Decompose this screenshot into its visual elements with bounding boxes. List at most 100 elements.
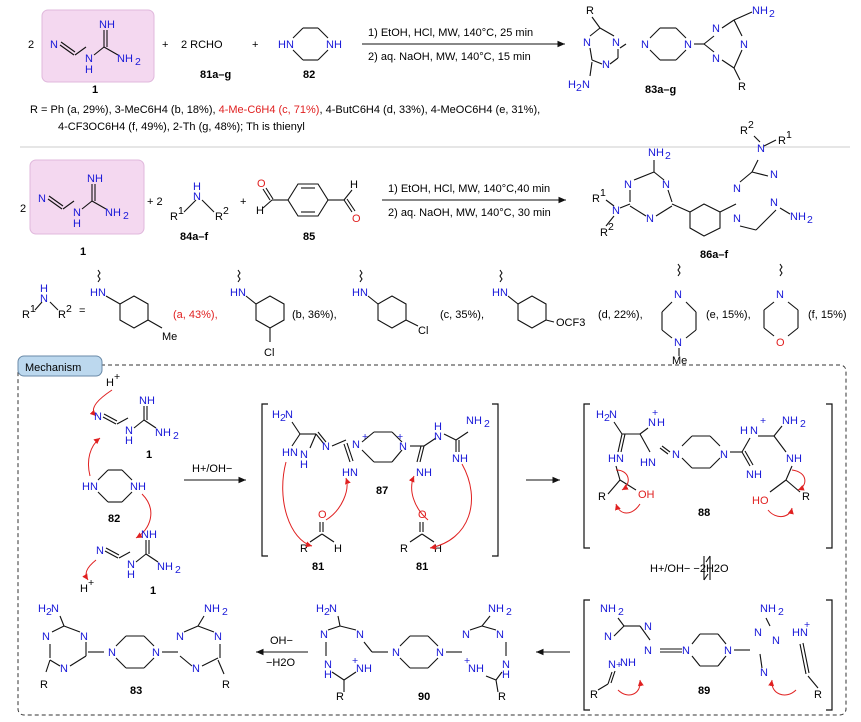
r-group-line-2: 4-CF3OC6H4 (f, 49%), 2-Th (g, 48%); Th i…	[58, 121, 305, 133]
svg-text:2: 2	[807, 214, 813, 226]
svg-text:+: +	[397, 431, 403, 443]
svg-text:O: O	[776, 337, 785, 349]
svg-text:H: H	[334, 543, 342, 555]
svg-text:N: N	[434, 431, 442, 443]
svg-text:NH: NH	[117, 53, 133, 65]
condition-1: 1) EtOH, HCl, MW, 140°C, 25 min	[368, 27, 533, 39]
svg-text:NH: NH	[99, 19, 115, 31]
svg-text:N: N	[609, 409, 617, 421]
svg-text:N: N	[320, 629, 328, 641]
svg-text:R: R	[738, 81, 746, 93]
svg-text:NH: NH	[157, 561, 173, 573]
plus-2: + 2	[147, 196, 163, 208]
svg-text:2: 2	[484, 418, 490, 430]
svg-text:2: 2	[800, 418, 806, 430]
label-81: 81	[312, 561, 324, 573]
substituent-a: (a, 43%),	[173, 309, 218, 321]
svg-text:R: R	[222, 679, 230, 691]
label-81: 81a–g	[200, 69, 231, 81]
label-85: 85	[303, 231, 315, 243]
svg-text:+: +	[616, 659, 622, 671]
svg-text:1: 1	[786, 129, 792, 141]
svg-text:NH: NH	[746, 469, 762, 481]
svg-text:H: H	[106, 377, 114, 389]
substituent-e: (e, 15%),	[706, 309, 751, 321]
svg-text:OCF3: OCF3	[556, 317, 585, 329]
svg-text:HO: HO	[752, 495, 769, 507]
svg-text:2: 2	[173, 430, 179, 442]
svg-text:N: N	[770, 197, 778, 209]
svg-text:N: N	[583, 37, 591, 49]
svg-text:NH: NH	[620, 657, 636, 669]
condition-1: 1) EtOH, HCl, MW, 140°C,40 min	[388, 183, 550, 195]
svg-text:R: R	[215, 211, 223, 223]
svg-text:R: R	[778, 135, 786, 147]
svg-text:N: N	[356, 629, 364, 641]
svg-text:N: N	[750, 425, 758, 437]
equals-sign: =	[79, 305, 85, 317]
svg-text:NH: NH	[782, 415, 798, 427]
svg-text:R: R	[586, 5, 594, 17]
svg-text:N: N	[684, 39, 692, 51]
svg-text:N: N	[176, 631, 184, 643]
svg-text:H: H	[193, 181, 201, 193]
aldehyde-reagent: 2 RCHO	[181, 39, 223, 51]
svg-text:O: O	[257, 178, 266, 190]
piperazine-structure: HN NH	[278, 27, 342, 61]
hydroxide-condition: OH−	[270, 635, 293, 647]
coefficient-2: 2	[28, 39, 34, 51]
svg-text:N: N	[108, 647, 116, 659]
svg-text:N: N	[733, 183, 741, 195]
svg-text:N: N	[324, 659, 332, 671]
svg-text:2: 2	[324, 606, 330, 618]
plus-sign: +	[162, 39, 168, 51]
svg-text:2: 2	[769, 8, 775, 20]
svg-text:HN: HN	[278, 39, 294, 51]
svg-text:1: 1	[178, 205, 184, 217]
svg-text:N: N	[73, 207, 81, 219]
amine-e-structure: N N Me	[661, 263, 697, 367]
svg-text:HN: HN	[230, 287, 246, 299]
svg-text:+: +	[652, 407, 658, 419]
svg-text:R: R	[498, 691, 506, 703]
svg-text:H: H	[256, 205, 264, 217]
svg-text:Me: Me	[672, 355, 687, 367]
svg-text:H: H	[73, 218, 81, 230]
svg-text:R: R	[740, 125, 748, 137]
svg-text:N: N	[712, 53, 720, 65]
coefficient-2: 2	[20, 203, 26, 215]
svg-text:2: 2	[748, 119, 754, 131]
svg-text:2: 2	[618, 606, 624, 618]
svg-text:+: +	[352, 655, 358, 667]
svg-text:+: +	[362, 431, 368, 443]
label-1: 1	[92, 84, 98, 96]
svg-text:N: N	[760, 667, 768, 679]
svg-text:NH: NH	[600, 603, 616, 615]
svg-text:N: N	[682, 645, 690, 657]
label-87: 87	[376, 485, 388, 497]
svg-text:NH: NH	[488, 603, 504, 615]
svg-text:N: N	[644, 645, 652, 657]
svg-text:2: 2	[608, 221, 614, 233]
amine-a-structure: HN Me	[90, 269, 177, 343]
label-89: 89	[698, 685, 710, 697]
svg-text:N: N	[644, 621, 652, 633]
svg-text:2: 2	[175, 564, 181, 576]
svg-text:R: R	[590, 689, 598, 701]
svg-text:HN: HN	[82, 481, 98, 493]
svg-text:HN: HN	[282, 447, 298, 459]
svg-text:H: H	[127, 569, 135, 581]
svg-text:NH: NH	[139, 395, 155, 407]
mechanism-title: Mechanism	[25, 362, 81, 374]
svg-text:NH: NH	[326, 39, 342, 51]
svg-text:N: N	[42, 631, 50, 643]
svg-text:N: N	[674, 337, 682, 349]
svg-text:NH: NH	[130, 481, 146, 493]
svg-text:NH: NH	[416, 467, 432, 479]
svg-text:N: N	[436, 647, 444, 659]
svg-text:H: H	[434, 421, 442, 433]
svg-text:2: 2	[506, 606, 512, 618]
